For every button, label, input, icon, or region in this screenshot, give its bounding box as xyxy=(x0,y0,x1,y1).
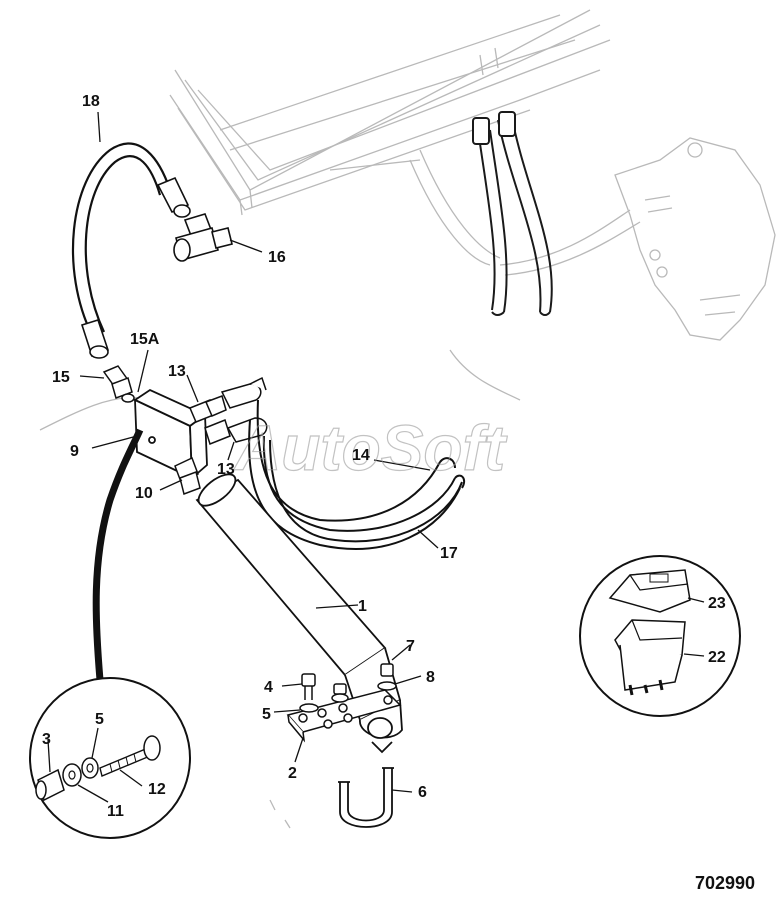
mounting-bracket-2 xyxy=(286,663,402,743)
rear-hoses xyxy=(472,111,553,316)
callout-16: 16 xyxy=(268,249,286,266)
callout-23: 23 xyxy=(708,595,726,612)
hoses-14-17 xyxy=(248,399,466,550)
callout-13-upper: 13 xyxy=(168,363,186,380)
u-bolt-6 xyxy=(338,767,394,828)
hose-18 xyxy=(71,142,172,336)
callout-1: 1 xyxy=(358,598,367,615)
callout-18: 18 xyxy=(82,93,100,110)
drawing-number: 702990 xyxy=(695,873,755,893)
manifold-fittings xyxy=(102,365,268,495)
callout-14: 14 xyxy=(352,447,370,464)
manifold-block-9 xyxy=(133,388,208,480)
callout-7: 7 xyxy=(406,638,415,655)
hose-18-fittings xyxy=(80,176,191,359)
watermark-autosoft: AutoSoft xyxy=(233,412,508,484)
callout-8: 8 xyxy=(426,669,435,686)
callout-22: 22 xyxy=(708,649,726,666)
callout-6: 6 xyxy=(418,784,427,801)
callout-5-detail: 5 xyxy=(95,711,104,728)
detail-circle-switch xyxy=(579,555,741,717)
callout-17: 17 xyxy=(440,545,458,562)
callout-9: 9 xyxy=(70,443,79,460)
callout-15: 15 xyxy=(52,369,70,386)
tee-fitting-16 xyxy=(173,213,233,262)
callout-5-bracket: 5 xyxy=(262,706,271,723)
callout-12: 12 xyxy=(148,781,166,798)
callout-labels: 1 2 3 4 5 5 6 7 8 9 10 11 12 13 13 14 15… xyxy=(42,93,726,820)
callout-11: 11 xyxy=(107,803,124,820)
background-machinery xyxy=(39,9,776,829)
callout-4: 4 xyxy=(264,679,273,696)
callout-3: 3 xyxy=(42,731,51,748)
callout-15a: 15A xyxy=(130,331,160,348)
callout-2: 2 xyxy=(288,765,297,782)
leader-lines xyxy=(47,111,705,803)
detail-circle-fasteners xyxy=(29,428,191,839)
callout-10: 10 xyxy=(135,485,153,502)
callout-13-lower: 13 xyxy=(217,461,235,478)
